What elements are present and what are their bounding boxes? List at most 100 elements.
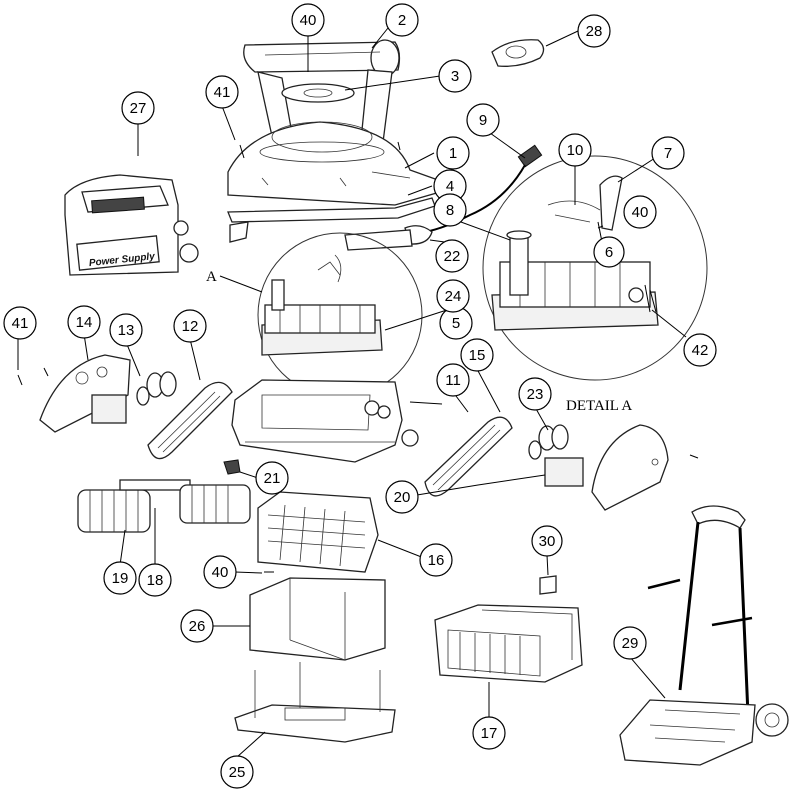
callout-number: 41 bbox=[214, 84, 231, 101]
callout-number: 40 bbox=[632, 204, 649, 221]
left-track-part bbox=[147, 381, 233, 460]
callout-number: 6 bbox=[605, 244, 613, 261]
callout-16: 16 bbox=[419, 543, 453, 577]
callout-circle bbox=[121, 91, 155, 125]
callout-29: 29 bbox=[613, 626, 647, 660]
callout-23: 23 bbox=[518, 377, 552, 411]
impeller-cover-part bbox=[281, 83, 355, 103]
callout-40-basket: 40 bbox=[203, 555, 237, 589]
callout-12: 12 bbox=[173, 309, 207, 343]
callout-number: 9 bbox=[479, 112, 487, 129]
left-side-plate-part bbox=[39, 354, 131, 433]
callout-41-left: 41 bbox=[3, 306, 37, 340]
callout-40-detail: 40 bbox=[623, 195, 657, 229]
callout-number: 7 bbox=[664, 145, 672, 162]
callout-11: 11 bbox=[436, 363, 470, 397]
callout-number: 21 bbox=[264, 470, 281, 487]
callout-number: 1 bbox=[449, 145, 457, 162]
callout-circle bbox=[180, 609, 214, 643]
callout-number: 8 bbox=[446, 202, 454, 219]
callout-number: 20 bbox=[394, 489, 411, 506]
right-track-part bbox=[424, 416, 513, 497]
callout-circle bbox=[173, 309, 207, 343]
callout-number: 14 bbox=[76, 314, 93, 331]
callout-circle bbox=[138, 563, 172, 597]
callout-number: 13 bbox=[118, 322, 135, 339]
callout-circle bbox=[518, 377, 552, 411]
callout-number: 27 bbox=[130, 100, 147, 117]
callout-10: 10 bbox=[558, 133, 592, 167]
callout-number: 26 bbox=[189, 618, 206, 635]
callout-6: 6 bbox=[593, 236, 625, 268]
left-wheels-part bbox=[136, 371, 177, 406]
callout-number: 11 bbox=[445, 372, 461, 389]
callout-22: 22 bbox=[435, 239, 469, 273]
callout-15: 15 bbox=[460, 338, 494, 372]
callout-number: 29 bbox=[622, 635, 639, 652]
callout-25: 25 bbox=[220, 755, 254, 789]
callout-7: 7 bbox=[651, 136, 685, 170]
callout-number: 15 bbox=[469, 347, 486, 364]
callout-18: 18 bbox=[138, 563, 172, 597]
callout-number: 42 bbox=[692, 342, 709, 359]
callout-circle bbox=[291, 3, 325, 37]
callout-circle bbox=[67, 305, 101, 339]
callout-number: 16 bbox=[428, 552, 445, 569]
callout-number: 40 bbox=[212, 564, 229, 581]
small-clip-part bbox=[539, 575, 557, 595]
callout-circle bbox=[436, 363, 470, 397]
callout-40-top: 40 bbox=[291, 3, 325, 37]
chassis-part bbox=[231, 379, 419, 463]
callout-circle bbox=[3, 306, 37, 340]
callout-circle bbox=[255, 461, 289, 495]
callout-number: 12 bbox=[182, 318, 199, 335]
callout-circle bbox=[683, 333, 717, 367]
callout-circle bbox=[593, 236, 625, 268]
callout-number: 10 bbox=[567, 142, 584, 159]
remote-control-part bbox=[491, 39, 545, 67]
detail-a-marker: A bbox=[206, 269, 217, 285]
callout-circle bbox=[436, 279, 470, 313]
callout-circle bbox=[109, 313, 143, 347]
callout-number: 2 bbox=[398, 12, 406, 29]
callout-number: 25 bbox=[229, 764, 246, 781]
leader-lines bbox=[17, 27, 687, 758]
callout-number: 30 bbox=[539, 533, 556, 550]
filter-basket-part bbox=[257, 491, 379, 573]
top-housing-part bbox=[227, 121, 441, 206]
callout-circle bbox=[472, 716, 506, 750]
callout-circle bbox=[558, 133, 592, 167]
callout-circle bbox=[419, 543, 453, 577]
brush-assembly-part bbox=[77, 479, 251, 533]
power-supply-part: Power Supply bbox=[64, 174, 199, 276]
callout-5: 5 bbox=[439, 306, 473, 340]
callout-number: 4 bbox=[446, 178, 454, 195]
callout-17: 17 bbox=[472, 716, 506, 750]
callout-circle bbox=[220, 755, 254, 789]
callout-30: 30 bbox=[531, 525, 563, 557]
callout-number: 23 bbox=[527, 386, 544, 403]
callout-20: 20 bbox=[385, 480, 419, 514]
bottom-tray-part bbox=[234, 662, 396, 743]
callout-number: 24 bbox=[445, 288, 462, 305]
detail-a-circle-right bbox=[482, 155, 708, 381]
right-wheels-part bbox=[528, 424, 569, 460]
callout-number: 41 bbox=[12, 315, 29, 332]
callout-number: 40 bbox=[300, 12, 317, 29]
filter-bag-part bbox=[249, 577, 386, 661]
right-side-plate-part bbox=[591, 424, 669, 511]
callout-circle bbox=[385, 3, 419, 37]
callout-41-top: 41 bbox=[205, 75, 239, 109]
callout-circle bbox=[385, 480, 419, 514]
filter-cartridge-part bbox=[434, 604, 583, 683]
callout-circle bbox=[205, 75, 239, 109]
callout-2: 2 bbox=[385, 3, 419, 37]
callout-number: 28 bbox=[586, 23, 603, 40]
callout-circle bbox=[435, 239, 469, 273]
callout-28: 28 bbox=[577, 14, 611, 48]
callout-4: 4 bbox=[433, 169, 467, 203]
drive-motor-part bbox=[544, 457, 584, 487]
cable-swivel-part bbox=[344, 144, 543, 251]
callout-circle bbox=[433, 193, 467, 227]
